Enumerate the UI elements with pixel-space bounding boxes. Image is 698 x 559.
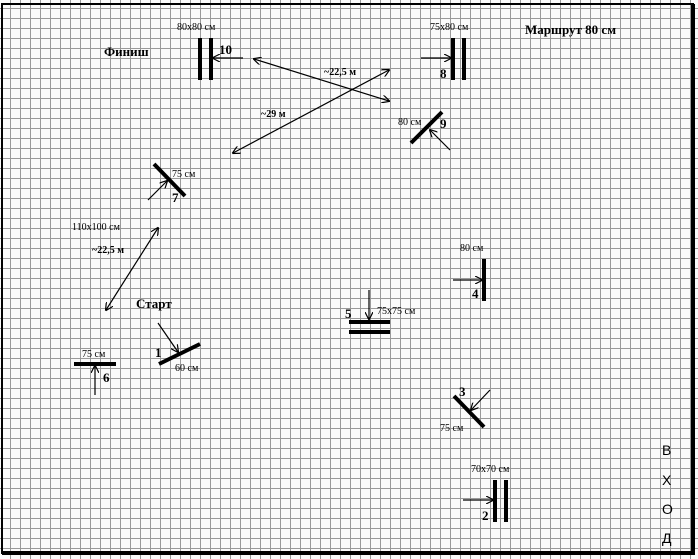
distance-9-7: ~29 м: [233, 70, 389, 153]
svg-text:110х100 см: 110х100 см: [72, 222, 121, 233]
fence-9: 9 80 см: [398, 110, 451, 151]
svg-text:7: 7: [172, 190, 179, 205]
svg-text:~22,5 м: ~22,5 м: [324, 67, 356, 78]
svg-text:75 см: 75 см: [440, 423, 464, 434]
svg-text:9: 9: [440, 116, 447, 131]
svg-text:80х80 см: 80х80 см: [177, 22, 216, 33]
distance-10-8: ~22,5 м: [254, 59, 389, 101]
direction-arrow-icon: [430, 130, 451, 151]
svg-text:80 см: 80 см: [398, 117, 422, 128]
svg-text:1: 1: [155, 345, 162, 360]
svg-text:В: В: [662, 442, 671, 458]
svg-text:6: 6: [103, 370, 110, 385]
svg-text:4: 4: [472, 286, 479, 301]
svg-text:О: О: [662, 501, 673, 517]
fence-4: 4 80 см: [453, 243, 486, 301]
distance-7-6: ~22,5 м: [92, 228, 158, 310]
svg-text:8: 8: [440, 66, 447, 81]
start-label: Старт: [136, 296, 172, 311]
svg-text:Д: Д: [662, 530, 672, 546]
svg-text:3: 3: [459, 384, 466, 399]
fence-2: 2 70х70 см: [463, 464, 510, 523]
direction-arrow-icon: [157, 322, 178, 352]
direction-arrow-icon: [471, 389, 491, 410]
svg-text:~29 м: ~29 м: [261, 109, 286, 120]
fence-10: 10 80х80 см: [177, 22, 243, 80]
svg-text:10: 10: [219, 42, 232, 57]
svg-text:60 см: 60 см: [175, 363, 199, 374]
svg-text:~22,5 м: ~22,5 м: [92, 245, 124, 256]
course-title: Маршрут 80 см: [525, 22, 616, 37]
svg-text:70х70 см: 70х70 см: [471, 464, 510, 475]
entrance-label: В Х О Д: [662, 442, 673, 546]
fence-3: 3 75 см: [440, 384, 491, 434]
svg-text:5: 5: [345, 306, 352, 321]
fence-6: 6 75 см: [74, 349, 116, 395]
fence-7: 7 75 см 110х100 см: [72, 162, 196, 233]
svg-text:75 см: 75 см: [172, 169, 196, 180]
svg-text:75х80 см: 75х80 см: [430, 22, 469, 33]
svg-text:2: 2: [482, 508, 489, 523]
direction-arrow-icon: [147, 181, 167, 201]
fence-1: 1 60 см: [155, 322, 201, 374]
svg-text:75х75 см: 75х75 см: [377, 306, 416, 317]
fence-5: 5 75х75 см: [345, 290, 416, 334]
svg-text:Х: Х: [662, 472, 672, 488]
svg-text:75 см: 75 см: [82, 349, 106, 360]
arena-border: [1, 3, 694, 554]
fence-8: 8 75х80 см: [421, 22, 469, 81]
svg-text:80 см: 80 см: [460, 243, 484, 254]
finish-label: Финиш: [104, 44, 149, 59]
